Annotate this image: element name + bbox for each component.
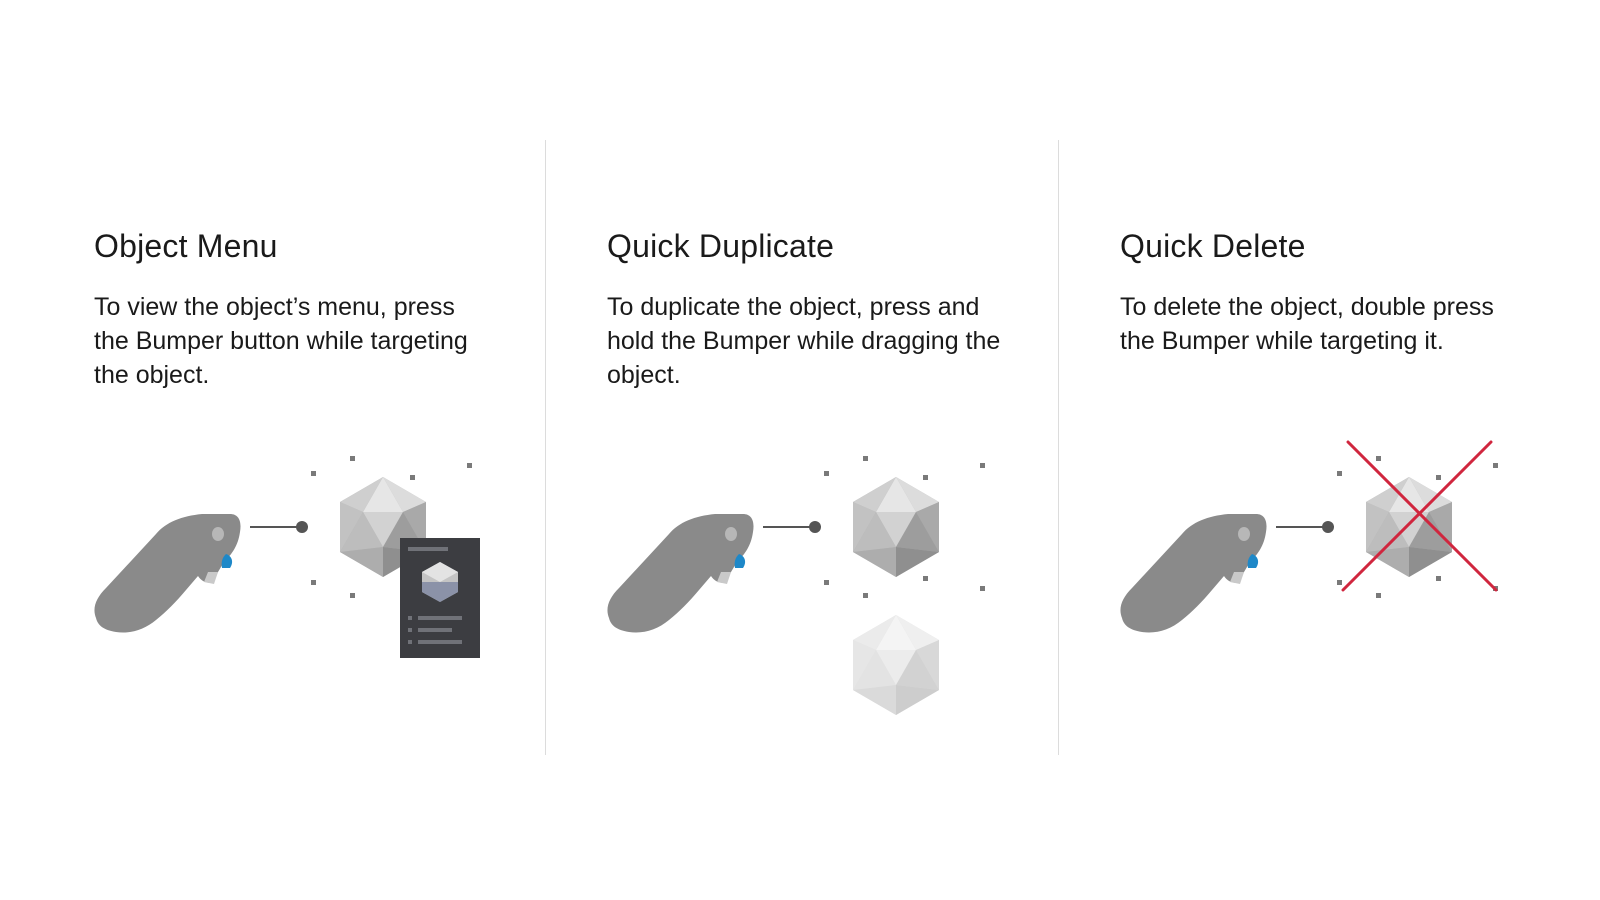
connector-line (763, 521, 821, 533)
quick-delete-illustration (1120, 440, 1498, 633)
panel-title: Quick Duplicate (607, 228, 835, 264)
delete-cross-icon (1341, 440, 1498, 592)
quick-duplicate-illustration (607, 456, 985, 715)
object-icon (853, 477, 939, 577)
connector-line (1276, 521, 1334, 533)
object-menu-illustration (94, 456, 480, 658)
panel-description: To view the object’s menu, press the Bum… (94, 293, 468, 389)
panel-quick-delete: Quick Delete To delete the object, doubl… (1026, 0, 1527, 900)
controller-icon (1120, 514, 1267, 633)
selection-marks (824, 456, 985, 598)
controller-icon (94, 514, 241, 633)
panel-title: Object Menu (94, 228, 278, 264)
panel-object-menu: Object Menu To view the object’s menu, p… (0, 0, 501, 900)
divider-left (545, 140, 546, 755)
panel-quick-duplicate: Quick Duplicate To duplicate the object,… (513, 0, 1014, 900)
divider-right (1058, 140, 1059, 755)
panel-description: To duplicate the object, press and hold … (607, 293, 1001, 389)
panel-title: Quick Delete (1120, 228, 1306, 264)
controller-icon (607, 514, 754, 633)
selection-marks (311, 456, 472, 598)
panel-description: To delete the object, double press the B… (1120, 293, 1494, 355)
duplicate-object-icon (853, 615, 939, 715)
connector-line (250, 521, 308, 533)
object-menu-card (400, 538, 480, 658)
